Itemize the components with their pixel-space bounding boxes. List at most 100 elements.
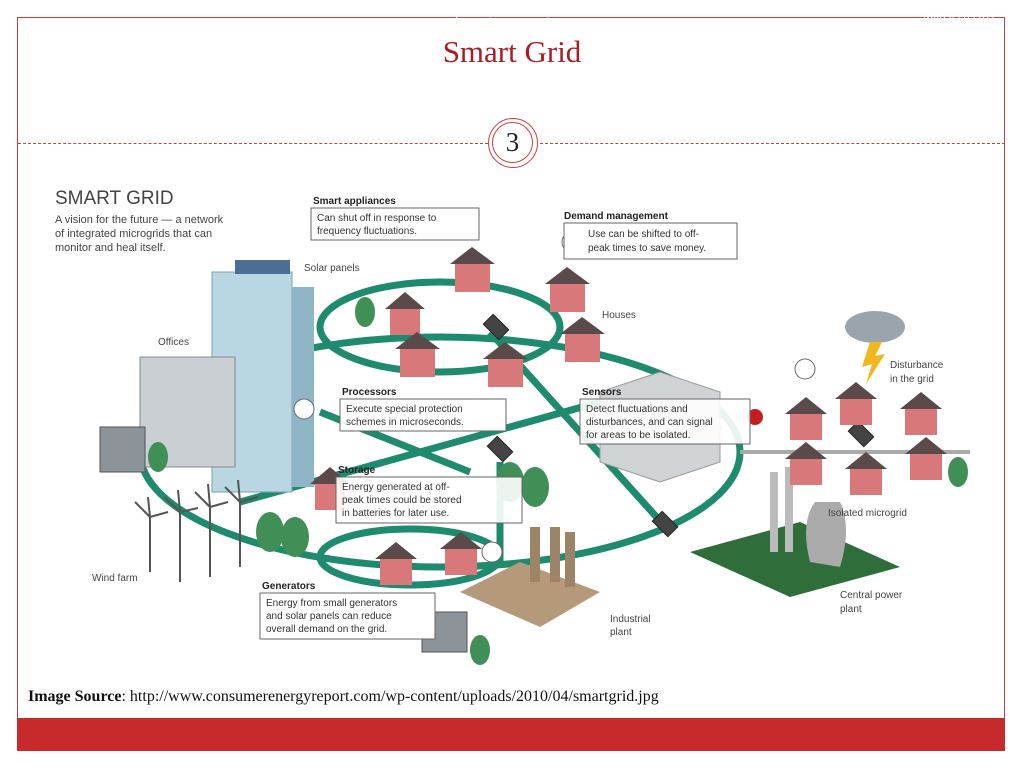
diagram-subtitle-line-3: monitor and heal itself. [55,242,166,254]
title-divider-left [18,143,488,144]
footer-workshop-title: Third Workshop on Cyber Security and Glo… [382,6,642,20]
wind-turbine [224,479,259,567]
central-power-plant [690,467,900,597]
callout-line: peak times could be stored [342,495,462,506]
callout-line: schemes in microseconds. [346,417,464,428]
wind-turbine [163,489,199,582]
callout-box [579,398,751,445]
battery [281,517,309,557]
callout-generators: Generators Energy from small generators … [259,581,436,640]
callout-line: Can shut off in response to [317,213,437,224]
house [785,397,827,440]
callout-line: overall demand on the grid. [266,624,387,635]
label-isolated-microgrid: Isolated microgrid [828,508,907,519]
label-wind-farm: Wind farm [92,573,138,584]
label-houses: Houses [602,310,636,321]
smokestack [770,472,778,552]
image-source-url: http://www.consumerenergyreport.com/wp-c… [129,688,659,705]
diagram-subtitle-line-2: of integrated microgrids that can [55,228,212,240]
battery [521,467,549,507]
callout-line: Detect fluctuations and [586,404,688,415]
image-source-label: Image Source [28,688,122,705]
factory-chimney [565,532,575,587]
wind-turbine [134,496,169,572]
house [545,267,590,312]
house [785,442,827,485]
callout-sensors: Sensors Detect fluctuations and disturba… [579,387,751,445]
tower-side [292,287,314,487]
factory-body [460,562,600,627]
callout-storage: Storage Energy generated at off- peak ti… [335,465,523,524]
title-divider-right [540,143,1005,144]
callout-processors: Processors Execute special protection sc… [339,387,507,432]
house [450,247,495,292]
callout-title: Storage [338,465,376,476]
callout-box [259,592,436,640]
processor-chip [482,313,510,341]
factory-chimney [550,527,560,582]
label-disturbance-line-2: in the grid [890,374,934,385]
callout-title: Sensors [582,387,622,398]
callout-box [335,476,523,524]
callout-line: disturbances, and can signal [586,417,713,428]
battery [355,297,375,327]
callout-smart-appliances: Smart appliances Can shut off in respons… [310,196,480,241]
smart-grid-diagram: SMART GRID A vision for the future — a n… [55,188,970,665]
processor-chip [486,435,514,463]
battery [470,635,490,665]
battery [148,442,168,472]
callout-box [563,222,738,260]
callout-line: Energy from small generators [266,598,397,609]
battery [948,457,968,487]
label-industrial-plant-line-2: plant [610,627,632,638]
grid-top-loop [316,278,564,376]
callout-title: Smart appliances [313,196,396,207]
image-source-caption: Image Source: http://www.consumerenergyr… [28,688,659,705]
label-central-power-plant-line-1: Central power [840,590,903,601]
meter-gauge-icon [794,358,816,380]
storm-cloud [845,311,905,384]
house [845,452,887,495]
callout-title: Generators [262,581,316,592]
callout-line: frequency fluctuations. [317,226,417,237]
cloud-icon [845,311,905,343]
house [385,292,425,335]
office-generator [99,426,146,473]
callout-line: Execute special protection [346,404,463,415]
callout-demand-management: Demand management Use can be shifted to … [563,211,738,260]
diagram-heading: SMART GRID [55,188,174,209]
plant-base [690,522,900,597]
wind-farm [134,479,259,582]
callout-line: Use can be shifted to off- [588,229,699,240]
callout-title: Demand management [564,211,669,222]
house [483,342,528,387]
cooling-tower [806,502,846,567]
slide-number: 3 [492,122,533,163]
label-solar-panels: Solar panels [304,263,360,274]
meter-gauge-icon [481,541,503,563]
house [395,332,440,377]
house [835,382,877,425]
processor-chip [651,510,679,538]
wind-turbine [194,483,229,577]
label-central-power-plant-line-2: plant [840,604,862,615]
callout-line: for areas to be isolated. [586,430,691,441]
label-disturbance-line-1: Disturbance [890,360,944,371]
label-industrial-plant-line-1: Industrial [610,614,651,625]
callout-box [339,398,507,432]
slide-number-badge: 3 [488,118,538,168]
footer-date: March 28,2011 [923,8,996,22]
house [900,392,942,435]
callout-line: Energy generated at off- [342,482,450,493]
label-offices: Offices [158,337,189,348]
house [440,532,482,575]
processor-chips [482,313,875,538]
lightning-icon [862,342,885,384]
callout-line: and solar panels can reduce [266,611,392,622]
callout-title: Processors [342,387,397,398]
diagram-subtitle-line-1: A vision for the future — a network [55,214,224,226]
house [560,317,605,362]
sensor-alert-light [747,409,763,425]
meter-gauge-icon [293,398,315,420]
solar-panel-array [235,260,290,274]
